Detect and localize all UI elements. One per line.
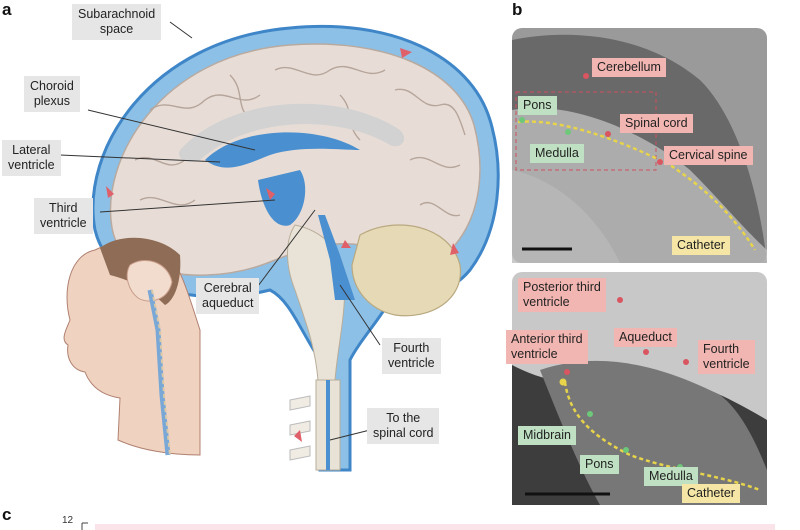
label-lateral-ventricle: Lateral ventricle xyxy=(2,140,61,176)
label-subarachnoid-space: Subarachnoid space xyxy=(72,4,162,40)
tag-pons-top: Pons xyxy=(518,96,557,115)
cerebellum-shape xyxy=(351,224,462,317)
corpus-callosum-shape xyxy=(179,103,405,162)
tag-cerebellum: Cerebellum xyxy=(592,58,666,77)
label-choroid-plexus: Choroid plexus xyxy=(24,76,80,112)
tag-anterior-third-ventricle: Anterior third ventricle xyxy=(506,330,588,364)
leader-lines xyxy=(59,21,381,441)
tag-spinal-cord: Spinal cord xyxy=(620,114,693,133)
label-third-ventricle: Third ventricle xyxy=(34,198,93,234)
tag-medulla-top: Medulla xyxy=(530,144,584,163)
brain-diagram xyxy=(59,21,500,472)
tag-catheter-top: Catheter xyxy=(672,236,730,255)
label-fourth-ventricle: Fourth ventricle xyxy=(382,338,441,374)
panel-letter-a: a xyxy=(2,0,12,19)
panel-c-y-tick: 12 xyxy=(62,515,74,526)
tag-medulla-bottom: Medulla xyxy=(644,467,698,486)
tag-pons-bottom: Pons xyxy=(580,455,619,474)
panel-letter-c: c xyxy=(2,505,12,524)
tag-posterior-third-ventricle: Posterior third ventricle xyxy=(518,278,606,312)
label-cerebral-aqueduct: Cerebral aqueduct xyxy=(196,278,260,314)
tag-cervical-spine: Cervical spine xyxy=(664,146,753,165)
csf-flow-arrows xyxy=(106,48,459,442)
third-ventricle-shape xyxy=(258,170,306,226)
spinal-column xyxy=(289,379,341,471)
human-head-illustration xyxy=(63,237,201,456)
ct-image-top xyxy=(512,28,767,264)
panel-c-chart-stub xyxy=(81,522,775,530)
label-to-spinal-cord: To the spinal cord xyxy=(367,408,440,444)
tag-aqueduct: Aqueduct xyxy=(614,328,677,347)
tag-catheter-bottom: Catheter xyxy=(682,484,740,503)
panel-letter-b: b xyxy=(512,0,523,19)
fourth-ventricle-shape xyxy=(318,215,355,300)
tag-midbrain: Midbrain xyxy=(518,426,576,445)
lateral-ventricle-shape xyxy=(205,132,360,168)
tag-fourth-ventricle: Fourth ventricle xyxy=(698,340,755,374)
